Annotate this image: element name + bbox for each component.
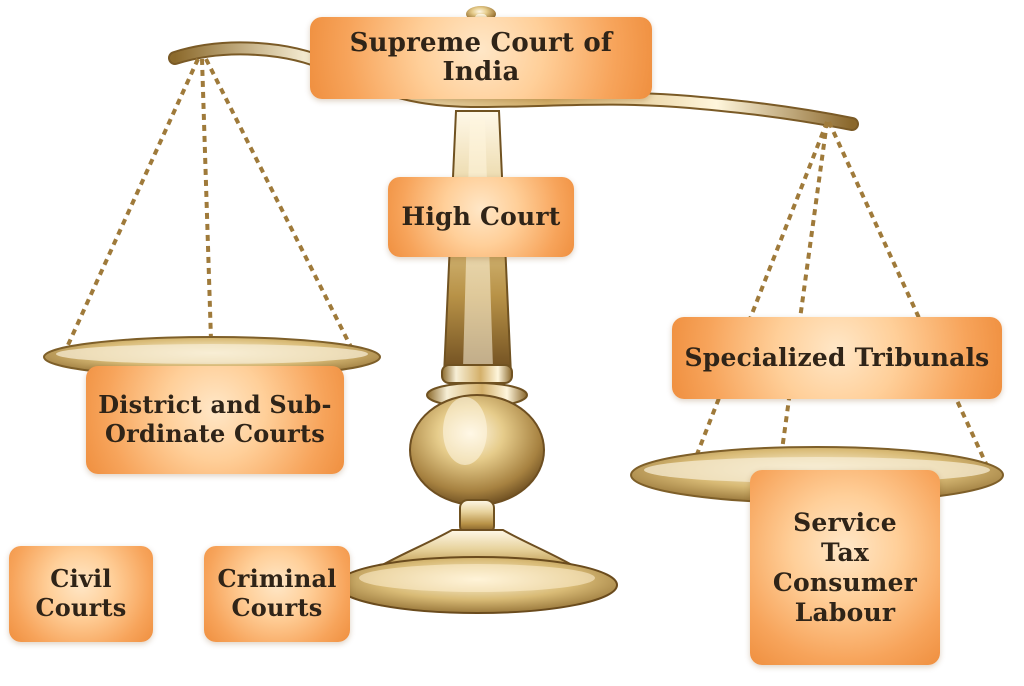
tribunal-type-tax: Tax: [821, 537, 869, 567]
criminal-courts-line-1: Criminal: [217, 564, 337, 594]
tribunal-type-service: Service: [793, 507, 897, 537]
left-pan-chains: [61, 58, 357, 357]
supreme-court-label: Supreme Court of India: [349, 27, 613, 87]
specialized-tribunals-box: Specialized Tribunals: [672, 317, 1002, 399]
criminal-courts-line-2: Courts: [231, 593, 323, 622]
district-courts-line-2: Ordinate Courts: [105, 419, 325, 448]
district-courts-box: District and Sub- Ordinate Courts: [86, 366, 344, 474]
tribunal-type-consumer: Consumer: [772, 567, 918, 597]
district-courts-line-1: District and Sub-: [98, 390, 332, 420]
criminal-courts-box: Criminal Courts: [204, 546, 350, 642]
civil-courts-line-2: Courts: [35, 593, 127, 622]
tribunal-types-box: Service Tax Consumer Labour: [750, 470, 940, 665]
high-court-label: High Court: [401, 202, 561, 231]
supreme-court-box: Supreme Court of India: [310, 17, 652, 99]
scale-beam: [168, 41, 859, 131]
civil-courts-line-1: Civil: [50, 564, 112, 594]
tribunal-type-labour: Labour: [794, 597, 896, 627]
high-court-box: High Court: [388, 177, 574, 257]
right-pan-chains: [692, 121, 990, 469]
civil-courts-box: Civil Courts: [9, 546, 153, 642]
specialized-tribunals-label: Specialized Tribunals: [684, 343, 990, 372]
